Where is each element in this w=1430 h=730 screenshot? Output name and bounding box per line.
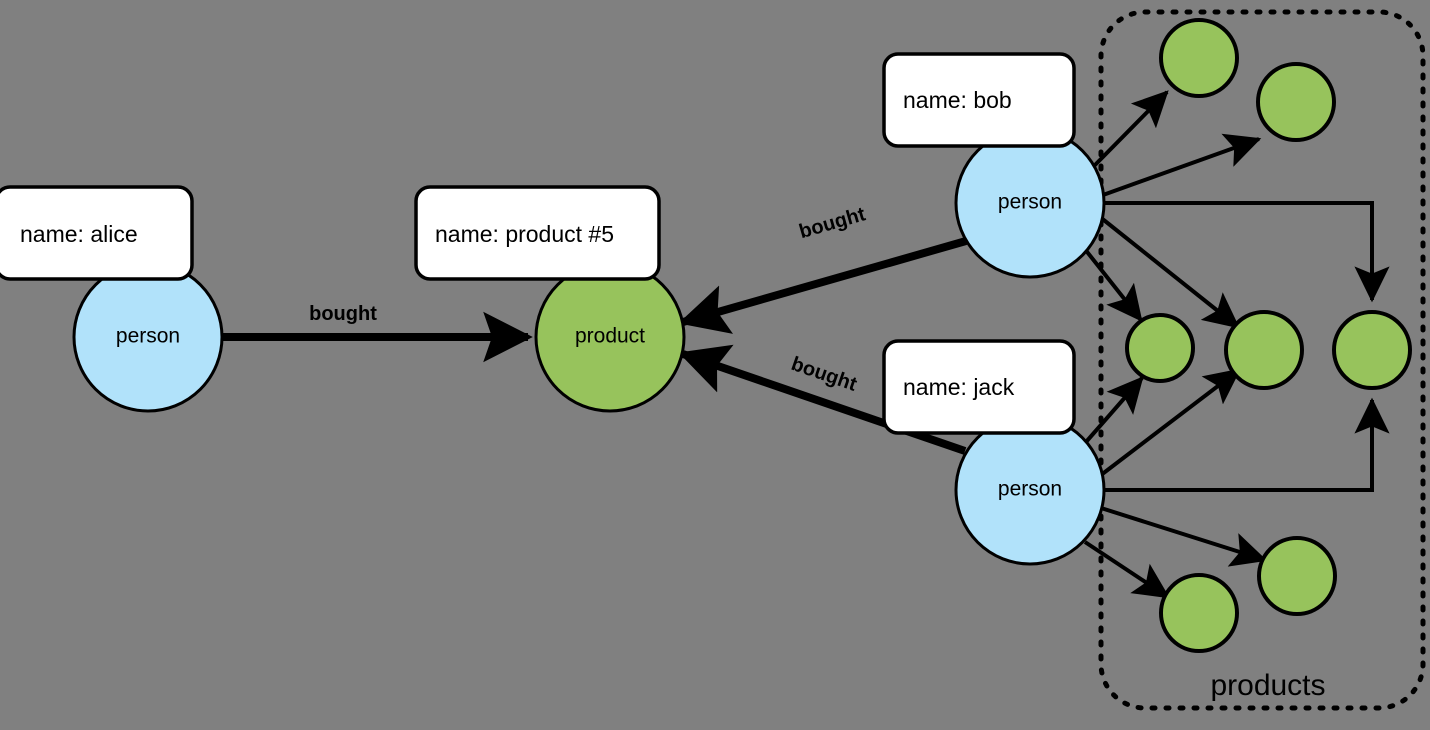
edge-bob-to-product-d[interactable]: [1098, 215, 1240, 329]
edge-bob-to-product-e[interactable]: [1104, 201, 1390, 303]
edge-label-bob-bought: bought: [797, 203, 869, 243]
product-node-a[interactable]: [1159, 18, 1239, 98]
edge-label-alice-bought: bought: [309, 303, 377, 325]
jack-product-edges: [1083, 368, 1390, 599]
property-box-jack[interactable]: name: jack: [882, 339, 1076, 435]
product-node-e[interactable]: [1332, 310, 1412, 390]
node-alice[interactable]: person: [72, 261, 224, 413]
edge-bob-to-product-a[interactable]: [1092, 90, 1169, 168]
product-node-c[interactable]: [1125, 313, 1195, 383]
edge-jack-to-product-e[interactable]: [1104, 397, 1390, 492]
products-group-label: products: [1210, 669, 1325, 702]
product-node-b[interactable]: [1256, 62, 1336, 142]
property-box-alice[interactable]: name: alice: [0, 185, 194, 281]
jack-prop-text: name: jack: [903, 374, 1015, 400]
alice-node-label: person: [116, 325, 180, 348]
property-box-bob[interactable]: name: bob: [882, 52, 1076, 148]
edge-jack-bought-product[interactable]: [678, 344, 967, 455]
product-node-g[interactable]: [1159, 573, 1239, 653]
product5-prop-box[interactable]: [414, 185, 661, 281]
bob-prop-text: name: bob: [903, 87, 1012, 113]
property-box-product5[interactable]: name: product #5: [414, 185, 661, 281]
node-jack[interactable]: person: [954, 414, 1106, 566]
edge-jack-to-product-c[interactable]: [1084, 376, 1144, 444]
bob-prop-box[interactable]: [882, 52, 1076, 148]
jack-prop-box[interactable]: [882, 339, 1076, 435]
bought-edges: [223, 237, 968, 455]
node-bob[interactable]: person: [954, 127, 1106, 279]
node-product5[interactable]: product: [534, 261, 686, 413]
products-group-border: [1098, 9, 1426, 711]
small-product-nodes: [1125, 18, 1412, 653]
edge-jack-to-product-g[interactable]: [1083, 540, 1171, 599]
bob-product-edges: [1082, 90, 1390, 329]
jack-node-label: person: [998, 478, 1062, 501]
alice-prop-text: name: alice: [20, 221, 138, 247]
edge-bob-to-product-b[interactable]: [1102, 133, 1262, 197]
edge-label-jack-bought: bought: [788, 353, 860, 396]
product-node-f[interactable]: [1257, 536, 1337, 616]
product5-prop-text: name: product #5: [435, 221, 614, 247]
product5-node-label: product: [575, 325, 645, 348]
product-node-d[interactable]: [1224, 310, 1304, 390]
edge-bob-bought-product[interactable]: [678, 237, 968, 334]
edge-jack-to-product-d[interactable]: [1099, 368, 1241, 477]
edge-jack-to-product-f[interactable]: [1100, 506, 1268, 567]
products-group: products: [1098, 9, 1426, 711]
bob-node-label: person: [998, 191, 1062, 214]
edge-bob-to-product-c[interactable]: [1082, 246, 1143, 322]
alice-prop-box[interactable]: [0, 185, 194, 281]
